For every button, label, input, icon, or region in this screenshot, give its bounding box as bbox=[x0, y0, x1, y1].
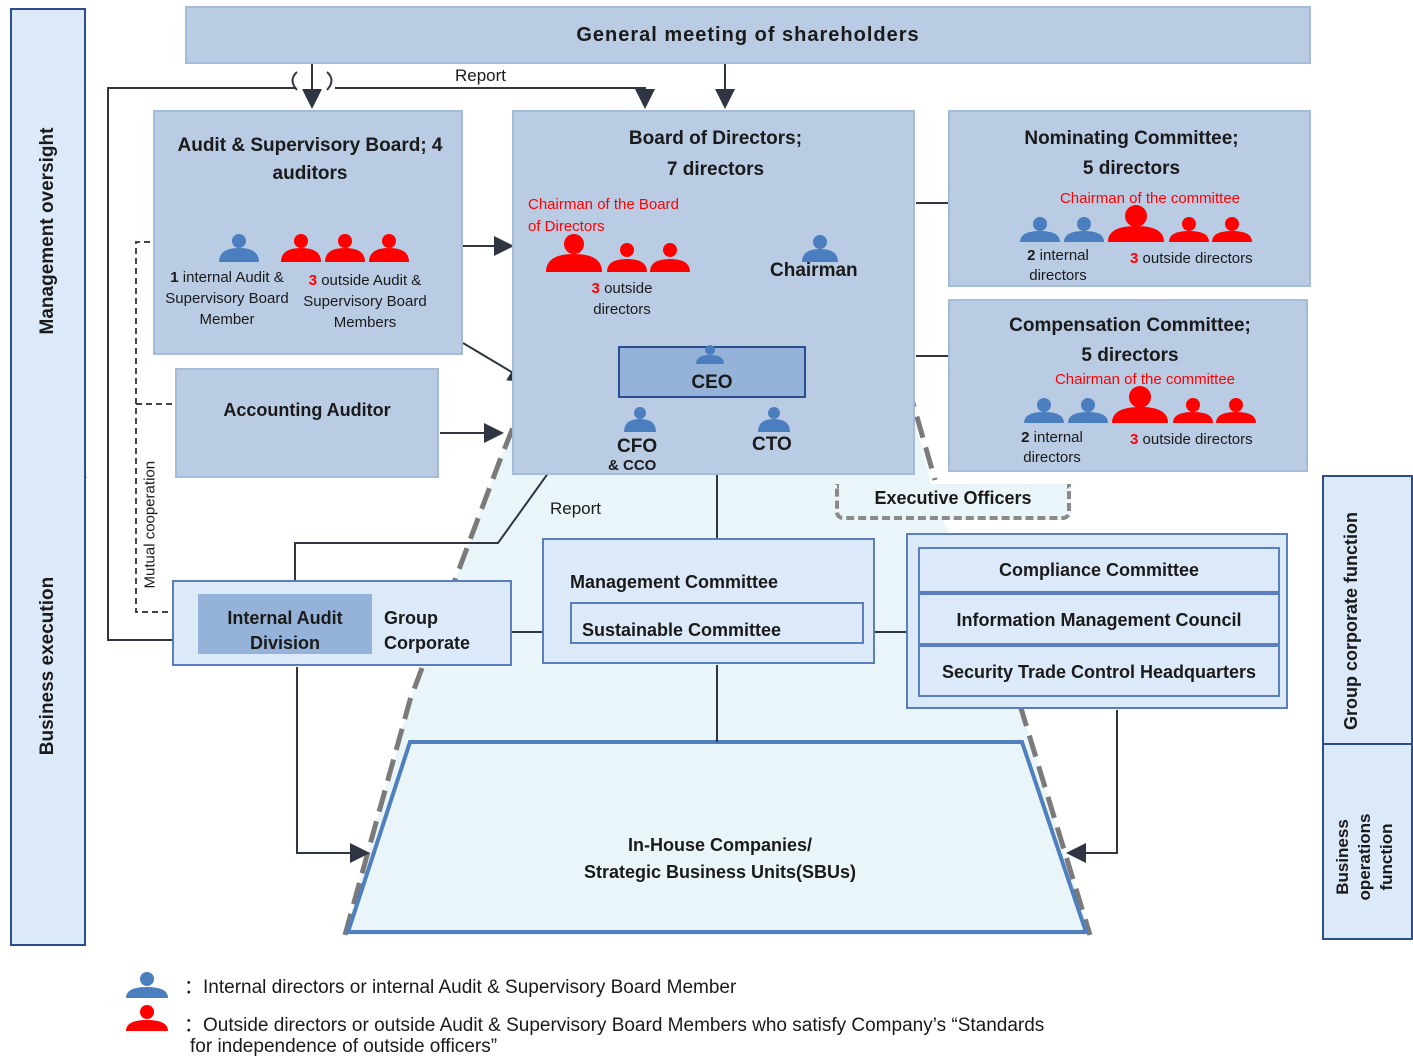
compensation-title-line2: 5 directors bbox=[1081, 345, 1179, 366]
ceo-person-icon bbox=[696, 345, 724, 364]
executive-officers-label: Executive Officers bbox=[835, 484, 1071, 520]
nominating-committee-box: Nominating Committee; 5 directors Chairm… bbox=[948, 110, 1311, 287]
shareholders-box: General meeting of shareholders bbox=[185, 6, 1311, 64]
person-outside-chair-icon bbox=[546, 234, 602, 272]
nominating-outside-text: 3 outside directors bbox=[1130, 250, 1253, 267]
nominating-people bbox=[1020, 205, 1252, 242]
person-outside-icon bbox=[1212, 217, 1252, 242]
nominating-title-line2: 5 directors bbox=[1082, 158, 1181, 179]
person-outside-icon bbox=[281, 234, 321, 262]
person-outside-icon bbox=[607, 243, 647, 272]
sustainable-committee-box: Sustainable Committee bbox=[570, 602, 864, 644]
person-internal-icon bbox=[1064, 217, 1104, 242]
cfo-label: CFO bbox=[617, 436, 658, 457]
internal-audit-division-box bbox=[198, 594, 372, 654]
ceo-label: CEO bbox=[691, 372, 733, 393]
person-internal-icon bbox=[219, 234, 259, 262]
group-corporate-function-label: Group corporate function bbox=[1341, 512, 1361, 730]
legend-outside-text-line2: for independence of outside officers” bbox=[190, 1036, 498, 1057]
management-committee-label: Management Committee bbox=[570, 572, 779, 592]
accounting-auditor-box: Accounting Auditor bbox=[175, 368, 439, 478]
person-outside-chair-icon bbox=[1112, 386, 1168, 423]
cto-label: CTO bbox=[752, 434, 792, 455]
right-panel-divider bbox=[1322, 743, 1413, 745]
legend-internal-person-icon bbox=[126, 972, 168, 998]
person-outside-icon bbox=[1169, 217, 1209, 242]
nominating-title-line1: Nominating Committee; bbox=[1024, 128, 1239, 149]
audit-board-people bbox=[219, 234, 409, 262]
compensation-internal-text: 2 internal directors bbox=[1021, 429, 1083, 466]
board-outside-text: 3 outside directors bbox=[591, 280, 653, 318]
legend-outside-person-icon bbox=[126, 1005, 168, 1031]
compensation-title-line1: Compensation Committee; bbox=[1009, 315, 1251, 336]
shareholders-label: General meeting of shareholders bbox=[576, 24, 920, 46]
audit-board-box: Audit & Supervisory Board; 4 auditors 1 … bbox=[153, 110, 463, 355]
cto-person-icon bbox=[758, 407, 790, 432]
left-panel bbox=[10, 8, 86, 946]
business-operations-function-label: Business operations function bbox=[1333, 813, 1396, 901]
info-management-council-box: Information Management Council bbox=[918, 593, 1280, 645]
board-of-directors-box: Board of Directors; 7 directors Chairman… bbox=[512, 110, 915, 475]
person-outside-icon bbox=[369, 234, 409, 262]
cfo-person-icon bbox=[624, 407, 656, 432]
person-outside-icon bbox=[1216, 398, 1256, 423]
compliance-committee-box: Compliance Committee bbox=[918, 547, 1280, 593]
person-outside-chair-icon bbox=[1108, 205, 1164, 242]
chairman-person-icon bbox=[802, 235, 838, 262]
sbu-trapezoid bbox=[345, 740, 1089, 934]
audit-outside-text: 3 outside Audit & Supervisory Board Memb… bbox=[303, 272, 427, 331]
mutual-cooperation-label: Mutual cooperation bbox=[141, 460, 159, 589]
management-oversight-label: Management oversight bbox=[37, 127, 58, 335]
report-top-label: Report bbox=[455, 66, 507, 85]
accounting-auditor-label: Accounting Auditor bbox=[223, 400, 391, 420]
board-title-line2: 7 directors bbox=[666, 159, 765, 180]
chairman-label: Chairman bbox=[770, 260, 858, 281]
business-execution-label: Business execution bbox=[37, 576, 58, 756]
report-mid-label: Report bbox=[550, 499, 602, 518]
cco-label: & CCO bbox=[608, 457, 657, 474]
person-internal-icon bbox=[1024, 398, 1064, 423]
security-trade-control-box: Security Trade Control Headquarters bbox=[918, 645, 1280, 697]
nominating-chairman-note: Chairman of the committee bbox=[1059, 190, 1241, 207]
audit-internal-text: 1 internal Audit & Supervisory Board Mem… bbox=[165, 269, 289, 328]
board-people bbox=[546, 234, 690, 272]
board-title-line1: Board of Directors; bbox=[628, 128, 803, 149]
person-internal-icon bbox=[1020, 217, 1060, 242]
legend-outside-text-line1: ：Outside directors or outside Audit & Su… bbox=[184, 1015, 1045, 1036]
person-outside-icon bbox=[325, 234, 365, 262]
in-house-companies-label: In-House Companies/Strategic Business Un… bbox=[583, 835, 857, 882]
person-internal-icon bbox=[1068, 398, 1108, 423]
compensation-outside-text: 3 outside directors bbox=[1130, 431, 1253, 448]
compensation-committee-box: Compensation Committee; 5 directors Chai… bbox=[948, 299, 1308, 472]
audit-board-title: Audit & Supervisory Board; 4 auditors bbox=[177, 135, 443, 184]
person-outside-icon bbox=[1173, 398, 1213, 423]
compensation-chairman-note: Chairman of the committee bbox=[1054, 371, 1236, 388]
board-chairman-note: Chairman of the Board of Directors bbox=[528, 196, 679, 235]
person-outside-icon bbox=[650, 243, 690, 272]
corporate-committees-box: Compliance Committee Information Managem… bbox=[906, 533, 1288, 709]
right-panel bbox=[1322, 475, 1413, 940]
management-committee-box: Management Committee Sustainable Committ… bbox=[542, 538, 875, 664]
compensation-people bbox=[1024, 386, 1256, 423]
nominating-internal-text: 2 internal directors bbox=[1027, 247, 1089, 284]
legend-internal-text: ：Internal directors or internal Audit & … bbox=[184, 977, 737, 998]
